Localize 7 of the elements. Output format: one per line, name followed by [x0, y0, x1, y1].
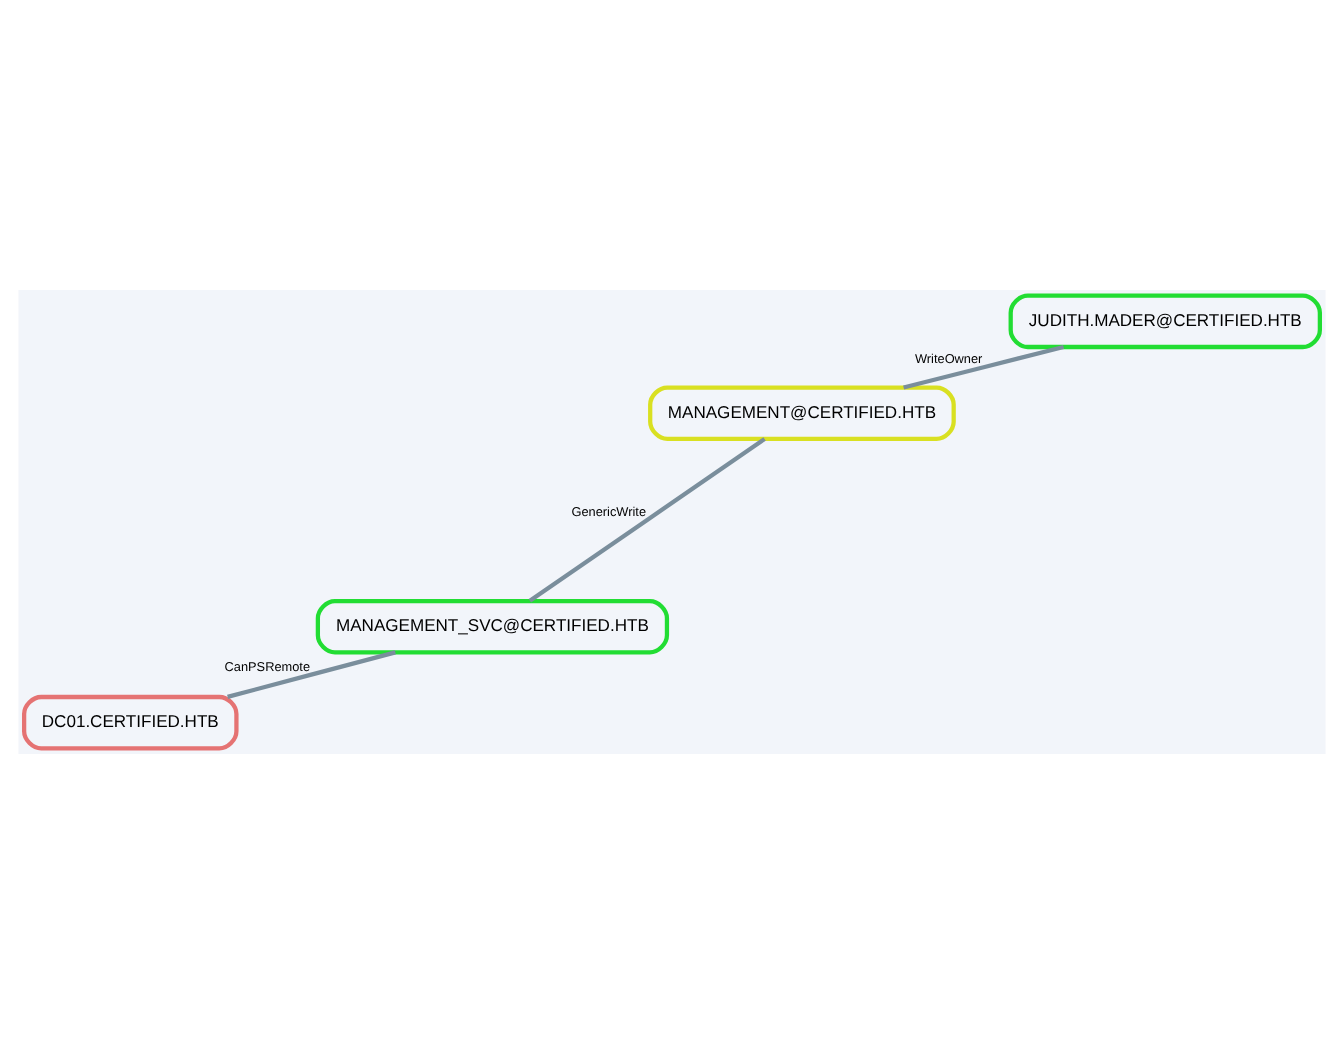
node-box: MANAGEMENT@CERTIFIED.HTB	[648, 385, 956, 441]
connector	[903, 344, 1065, 390]
node-box: MANAGEMENT_SVC@CERTIFIED.HTB	[315, 598, 670, 655]
node-box: JUDITH.MADER@CERTIFIED.HTB	[1008, 293, 1322, 350]
connector	[528, 437, 766, 603]
connector	[227, 650, 396, 699]
node-box: DC01.CERTIFIED.HTB	[22, 694, 239, 751]
